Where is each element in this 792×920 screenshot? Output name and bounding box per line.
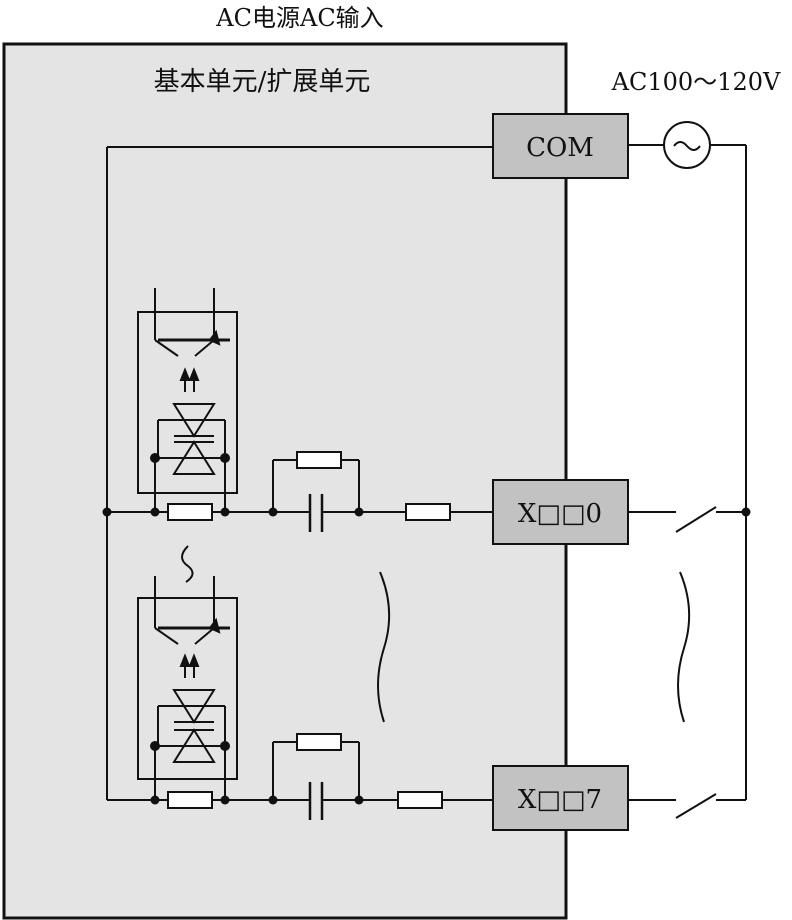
resistor-icon [167,791,213,809]
ac-source-icon [663,121,711,169]
unit-box [2,42,568,920]
continuation-marks [181,545,691,723]
diagram-title: AC电源AC输入 [215,4,383,32]
resistor-icon [405,503,451,521]
optocoupler-icon [137,288,238,512]
resistor-icon [296,451,342,469]
resistor-icon [167,503,213,521]
capacitor-icon [308,782,324,820]
resistor-icon [397,791,443,809]
capacitor-icon [308,494,324,532]
terminal-last [492,765,629,831]
com-terminal: COM [492,113,629,179]
supply-label: AC100～120V [611,68,781,96]
junction-dots [102,507,364,517]
input-channel-last: X□□7 [107,576,746,831]
switch-icon [628,793,746,819]
resistor-icon [296,733,342,751]
terminal-first [492,479,629,545]
optocoupler-icon [137,576,238,800]
input-channel-first: X□□0 [102,288,751,545]
terminal-first-label: X□□0 [518,499,602,529]
junction-dots [150,795,364,805]
unit-label: 基本单元/扩展单元 [154,67,371,97]
com-terminal-label: COM [526,133,594,163]
terminal-last-label: X□□7 [518,785,602,815]
switch-icon [628,506,751,533]
common-wiring [106,144,747,800]
